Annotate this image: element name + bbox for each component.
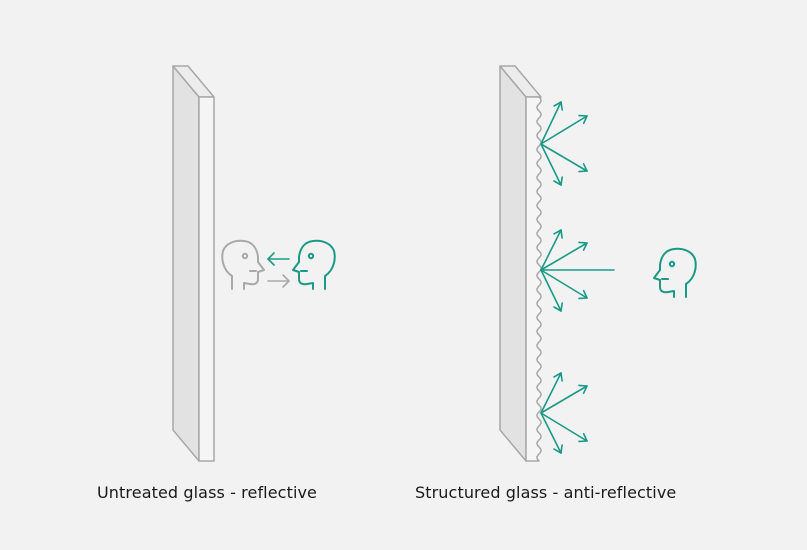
glass-wavy-edge [526, 97, 541, 461]
glass-face [173, 66, 199, 461]
structured-glass-panel [500, 66, 696, 461]
untreated-glass-caption: Untreated glass - reflective [97, 483, 317, 502]
arrow-left-icon [268, 253, 289, 265]
untreated-glass-pane [173, 66, 214, 461]
untreated-glass-panel [173, 66, 335, 461]
structured-glass-pane [500, 66, 541, 461]
viewer-head-icon [293, 241, 335, 289]
structured-glass-caption: Structured glass - anti-reflective [415, 483, 676, 502]
glass-side-edge [199, 97, 214, 461]
scattered-rays-icon [541, 102, 614, 453]
reflected-head-icon [222, 241, 264, 289]
viewer-head-icon [654, 249, 696, 297]
arrow-right-icon [268, 275, 289, 287]
glass-face [500, 66, 526, 461]
